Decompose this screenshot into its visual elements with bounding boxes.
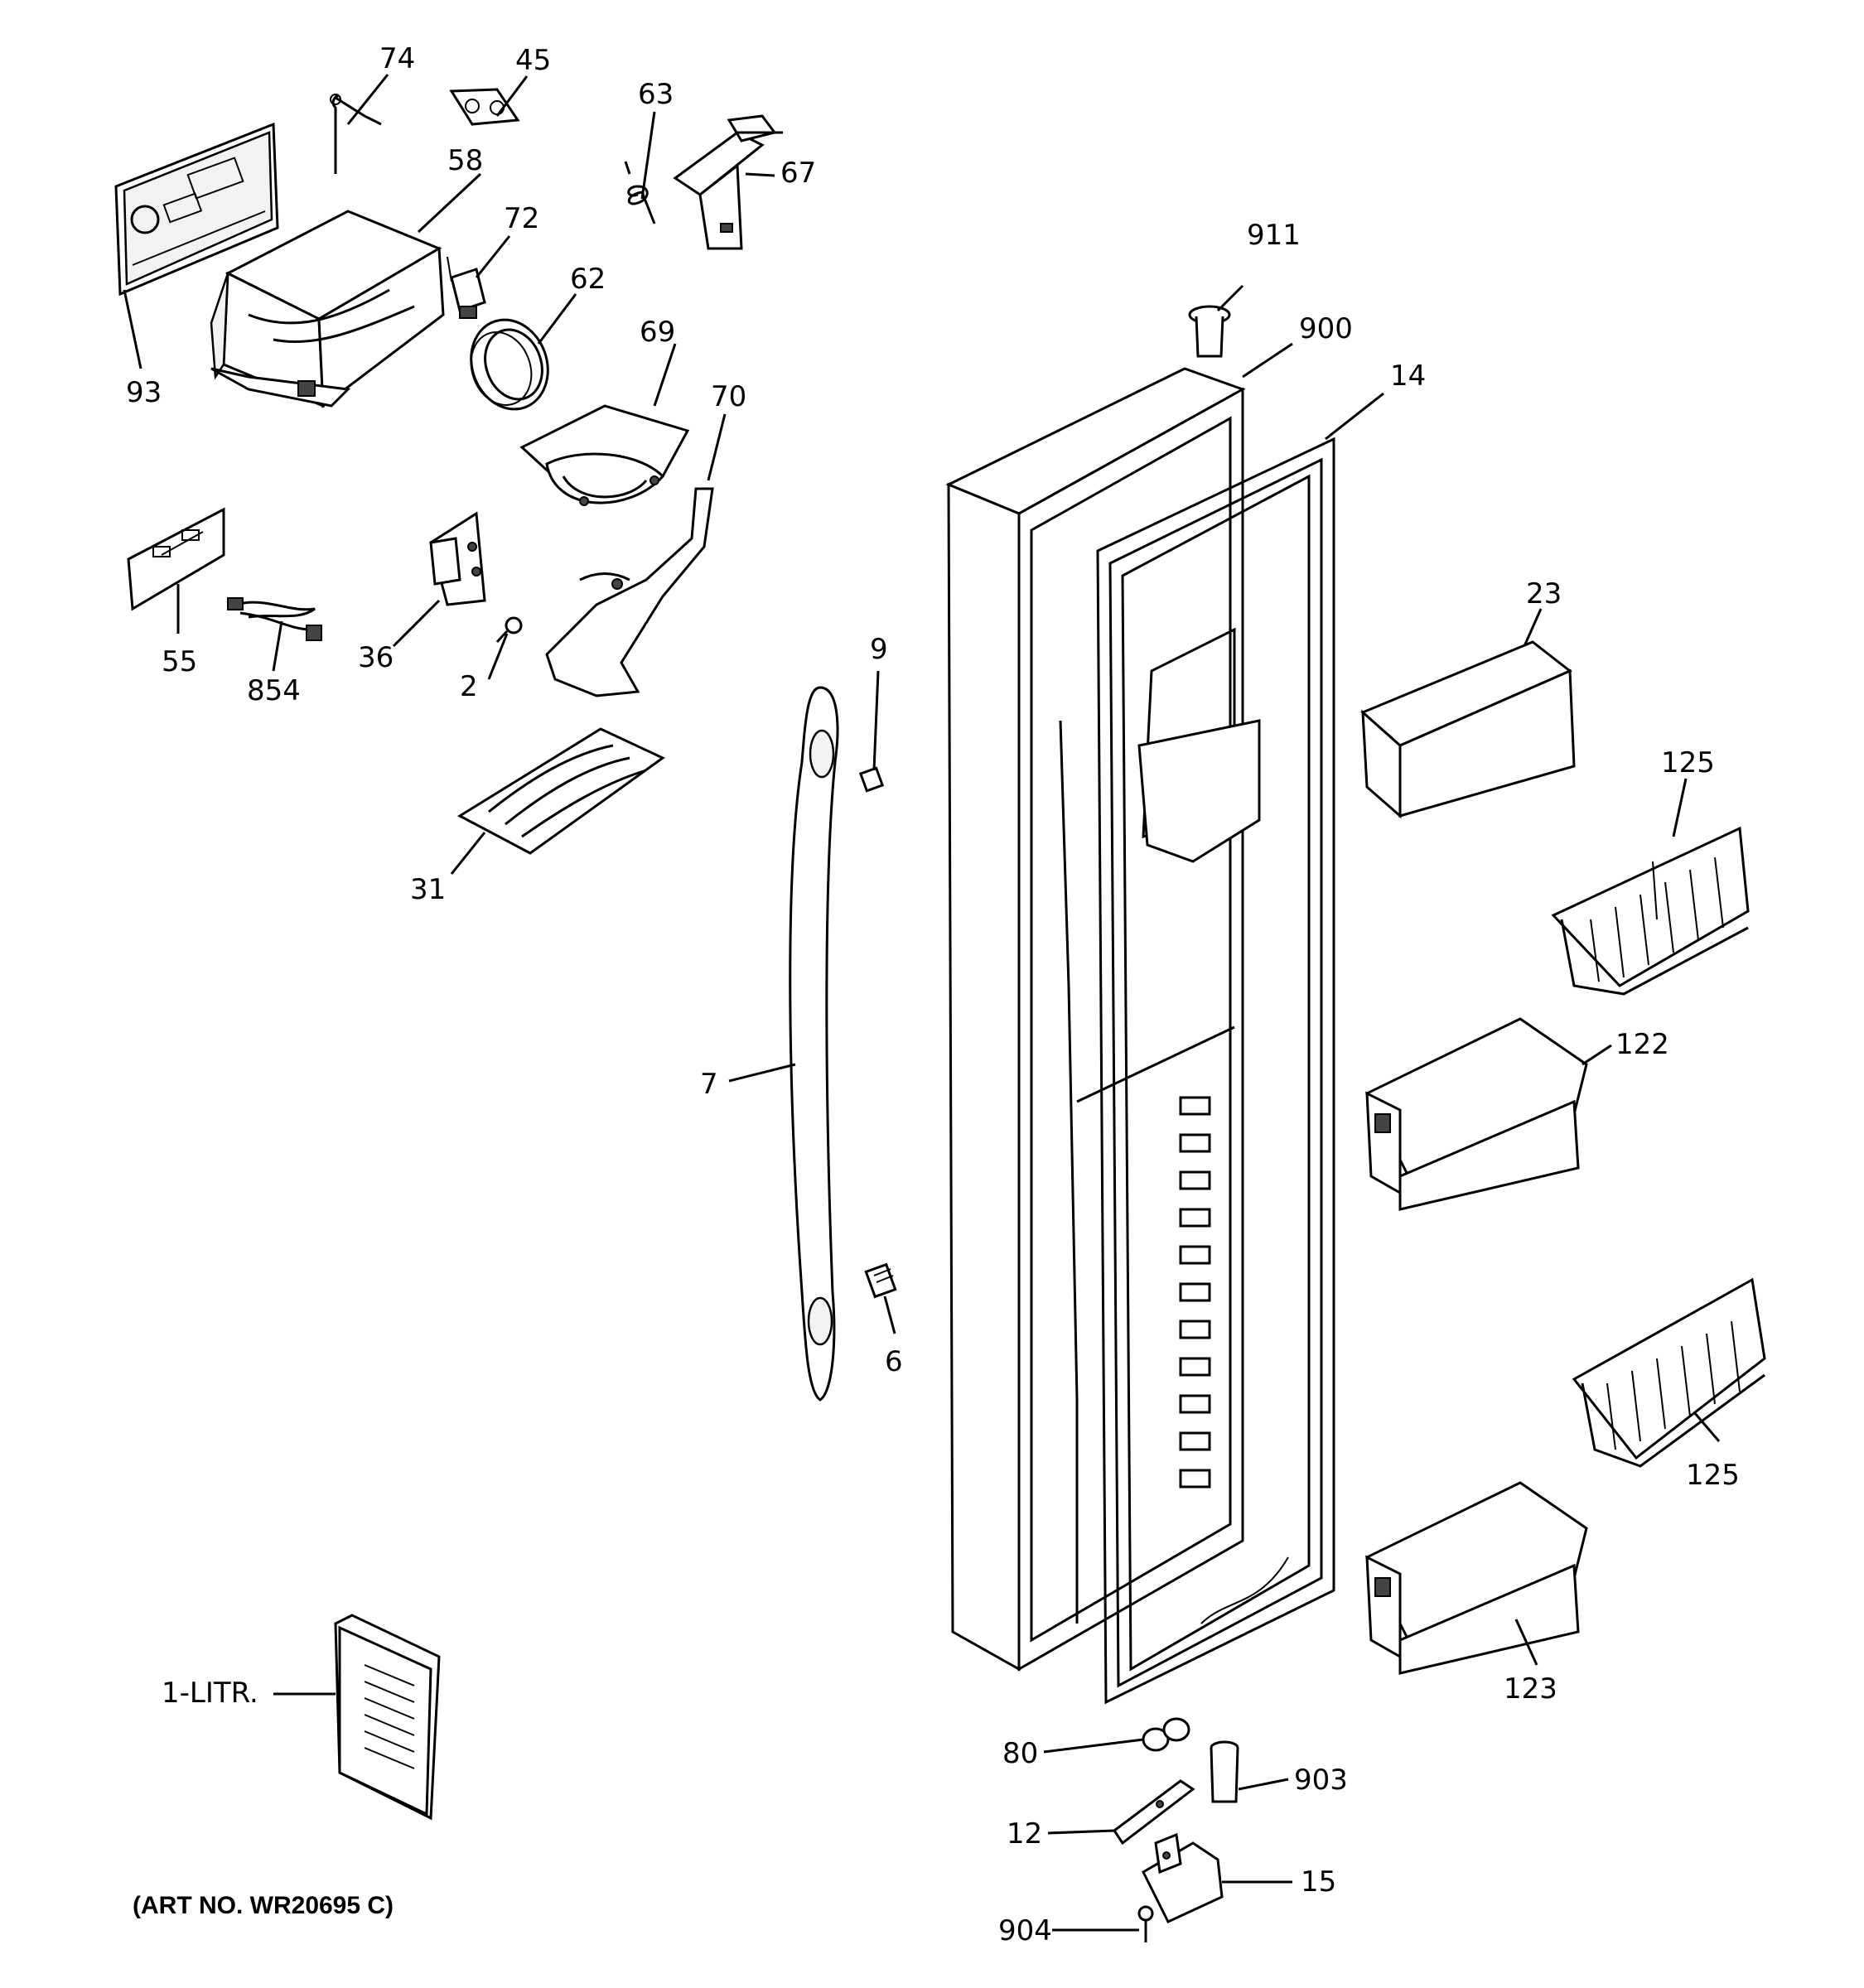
callout-45: 45 — [515, 44, 551, 77]
callout-123: 123 — [1504, 1672, 1557, 1706]
art-number: (ART NO. WR20695 C) — [133, 1892, 394, 1919]
callout-72: 72 — [504, 202, 539, 235]
callout-80: 80 — [1002, 1737, 1038, 1770]
callout-9: 9 — [870, 633, 888, 666]
callout-854: 854 — [247, 674, 301, 707]
callout-70: 70 — [711, 380, 746, 413]
callout-12: 12 — [1007, 1817, 1042, 1850]
part-62-ring — [470, 318, 549, 411]
part-72-switch — [447, 256, 486, 319]
callout-14: 14 — [1390, 359, 1426, 393]
part-93-control-panel — [114, 122, 279, 297]
part-900-door — [945, 367, 1246, 1672]
leader-lines — [123, 74, 1721, 1932]
callout-23: 23 — [1526, 577, 1562, 610]
callout-15: 15 — [1301, 1865, 1336, 1899]
callout-67: 67 — [780, 157, 816, 190]
part-63-spring — [624, 161, 656, 224]
callout-1-litr: 1-LITR. — [162, 1677, 258, 1710]
callout-6: 6 — [885, 1345, 903, 1378]
part-14-gasket — [1096, 437, 1335, 1705]
part-122-bin — [1364, 1017, 1588, 1211]
callout-36: 36 — [358, 641, 394, 674]
part-31-trim — [456, 727, 665, 855]
part-15-hinge — [1142, 1832, 1224, 1923]
callout-903: 903 — [1294, 1764, 1348, 1797]
callout-911: 911 — [1247, 219, 1301, 252]
part-1-litr-literature — [334, 1614, 441, 1821]
part-123-bin — [1364, 1481, 1588, 1675]
part-74-spring — [330, 94, 382, 174]
callout-74: 74 — [379, 42, 415, 75]
callout-904: 904 — [998, 1914, 1052, 1947]
part-67-lever — [673, 114, 783, 250]
part-6-plug — [864, 1262, 897, 1299]
door-shelf-posts — [1179, 1096, 1211, 1489]
part-854-harness — [227, 597, 322, 641]
callout-900: 900 — [1299, 312, 1353, 345]
part-9-plug — [858, 766, 885, 793]
callout-125-lower: 125 — [1686, 1459, 1740, 1492]
part-911-bushing — [1188, 305, 1231, 358]
callout-58: 58 — [447, 144, 483, 177]
callout-93: 93 — [126, 376, 162, 409]
part-70-chute-door — [545, 487, 714, 697]
part-58-housing — [210, 210, 445, 408]
part-23-bin — [1360, 640, 1576, 819]
callout-125-upper: 125 — [1661, 746, 1715, 779]
callout-55: 55 — [162, 645, 197, 678]
part-904-screw — [1137, 1905, 1154, 1942]
callout-122: 122 — [1615, 1028, 1669, 1061]
part-55-board — [127, 507, 225, 611]
part-125-basket-lower — [1572, 1277, 1766, 1468]
callout-31: 31 — [410, 873, 446, 906]
part-2-screw — [495, 616, 523, 644]
callout-69: 69 — [640, 316, 675, 349]
part-7-handle — [789, 686, 839, 1402]
callout-2: 2 — [460, 670, 478, 703]
callout-63: 63 — [638, 78, 674, 111]
callout-62: 62 — [570, 263, 606, 296]
part-80-bushing — [1142, 1717, 1190, 1752]
part-125-basket-upper — [1551, 826, 1750, 996]
part-69-chute — [519, 404, 690, 506]
part-36-bracket — [429, 511, 486, 606]
callout-7: 7 — [700, 1068, 718, 1101]
part-12-hinge-plate — [1112, 1779, 1195, 1846]
part-903-cylinder — [1210, 1740, 1239, 1803]
part-45-plate — [449, 88, 520, 126]
